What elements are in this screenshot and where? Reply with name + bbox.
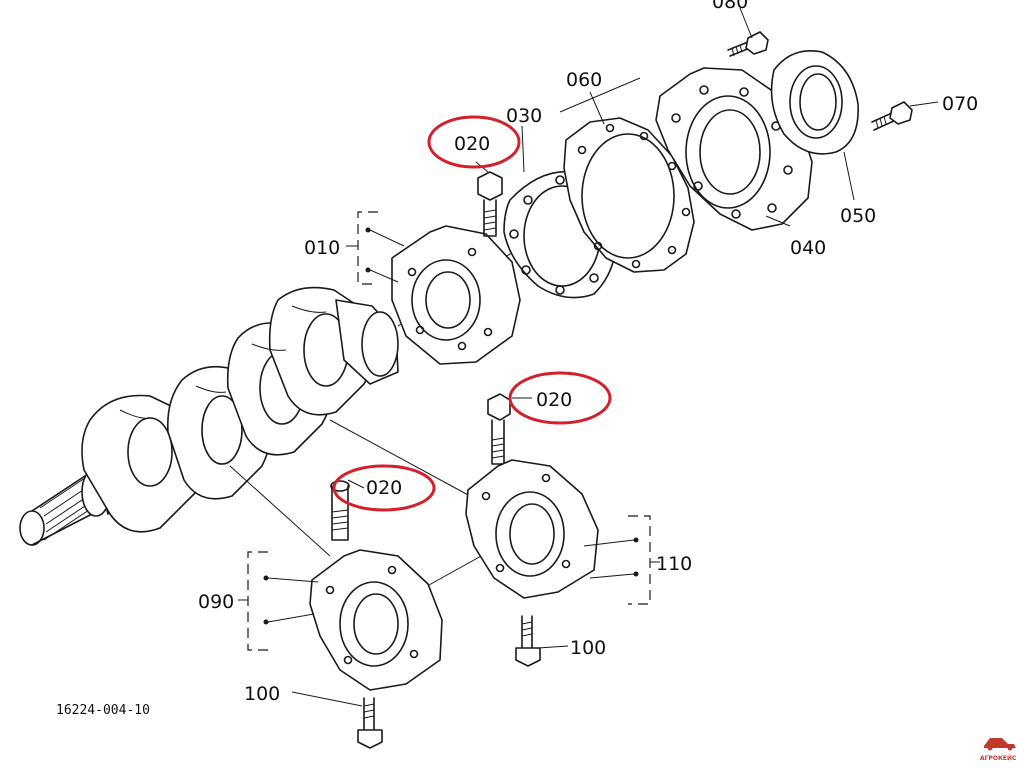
label-020-top: 020 [454, 133, 490, 155]
bracket-090 [238, 551, 319, 651]
label-020-mid: 020 [536, 389, 572, 411]
part-labels: 080 060 070 030 020 050 010 040 020 020 … [56, 0, 978, 718]
label-110: 110 [656, 553, 692, 575]
label-090: 090 [198, 591, 234, 613]
bolt-100-right [515, 615, 541, 667]
label-020-low: 020 [366, 477, 402, 499]
label-060: 060 [566, 69, 602, 91]
watermark-logo: АГРОКЕЙС [980, 738, 1017, 762]
highlight-020-low [332, 464, 436, 512]
bolt-080 [727, 31, 769, 57]
bearing-case-090 [309, 549, 443, 691]
label-010: 010 [304, 237, 340, 259]
bolt-020-top [477, 171, 503, 237]
bolt-020-mid [487, 393, 511, 465]
gasket-060 [563, 117, 695, 273]
label-040: 040 [790, 237, 826, 259]
highlight-020-top [427, 115, 521, 169]
label-100-left: 100 [244, 683, 280, 705]
bearing-case-110 [465, 459, 599, 599]
highlight-020-mid [508, 371, 612, 425]
label-100-right: 100 [570, 637, 606, 659]
highlights [332, 115, 612, 512]
bolt-100-left [357, 697, 383, 749]
label-070: 070 [942, 93, 978, 115]
bracket-110 [583, 515, 660, 605]
label-050: 050 [840, 205, 876, 227]
watermark-text: АГРОКЕЙС [980, 754, 1017, 762]
main-bearing-case-top [391, 225, 521, 365]
drawing-number: 16224-004-10 [56, 703, 150, 718]
crankshaft [19, 286, 399, 546]
bracket-010 [346, 211, 405, 285]
oil-seal-050 [770, 50, 859, 155]
bolt-070 [871, 101, 913, 131]
label-030: 030 [506, 105, 542, 127]
label-080: 080 [712, 0, 748, 13]
